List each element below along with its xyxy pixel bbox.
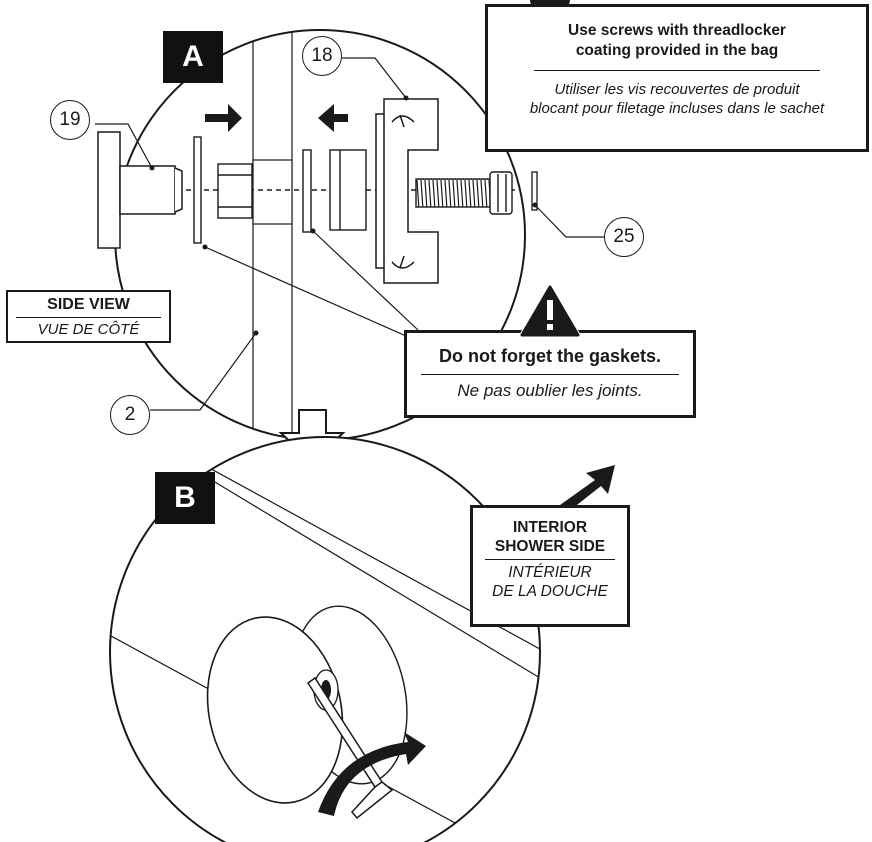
callout-2: 2 (110, 395, 150, 435)
arrow-left-icon (318, 104, 348, 132)
interior-side-label: INTERIOR SHOWER SIDE INTÉRIEUR DE LA DOU… (470, 505, 630, 627)
threadlocker-fr-line1: Utiliser les vis recouvertes de produit (554, 81, 800, 98)
rotate-arrow-icon (318, 732, 426, 816)
callout-25: 25 (604, 217, 644, 257)
threadlocker-en-line2: coating provided in the bag (575, 42, 779, 59)
arrow-right-icon (205, 104, 242, 132)
bushing-left (217, 163, 253, 219)
gasket-warning: Do not forget the gaskets. Ne pas oublie… (404, 330, 696, 418)
front-knob-disc (206, 616, 344, 804)
gasket-warning-fr: Ne pas oublier les joints. (457, 381, 643, 400)
callout-19: 19 (50, 100, 90, 140)
leader-lines (95, 57, 606, 411)
step-b-label: B (155, 472, 215, 524)
interior-direction-arrow (560, 465, 615, 512)
screw (415, 171, 513, 215)
washer-part-25 (531, 171, 538, 211)
threadlocker-note: Use screws with threadlocker coating pro… (485, 4, 869, 152)
interior-en-line2: SHOWER SIDE (494, 538, 606, 555)
glass-edge-mid (169, 454, 540, 691)
warning-icon-overlay (519, 284, 581, 338)
side-view-fr: VUE DE CÔTÉ (37, 321, 140, 338)
bushing-right (329, 149, 367, 231)
callout-18: 18 (302, 36, 342, 76)
gasket-warning-en: Do not forget the gaskets. (438, 346, 662, 366)
side-view-en: SIDE VIEW (47, 296, 130, 313)
step-a-label: A (163, 31, 223, 83)
interior-fr-line2: DE LA DOUCHE (492, 583, 608, 600)
gasket-left (193, 136, 202, 244)
glass-hole (252, 159, 293, 225)
side-view-label: SIDE VIEW VUE DE CÔTÉ (6, 290, 171, 343)
detail-b-circle (109, 436, 541, 842)
knob-part-19 (97, 131, 183, 249)
interior-en-line1: INTERIOR (512, 519, 588, 536)
threadlocker-fr-line2: blocant pour filetage incluses dans le s… (529, 100, 825, 117)
bracket-part-18 (375, 98, 439, 284)
interior-fr-line1: INTÉRIEUR (508, 564, 592, 581)
gasket-right (302, 149, 312, 233)
threadlocker-en-line1: Use screws with threadlocker (568, 22, 786, 39)
